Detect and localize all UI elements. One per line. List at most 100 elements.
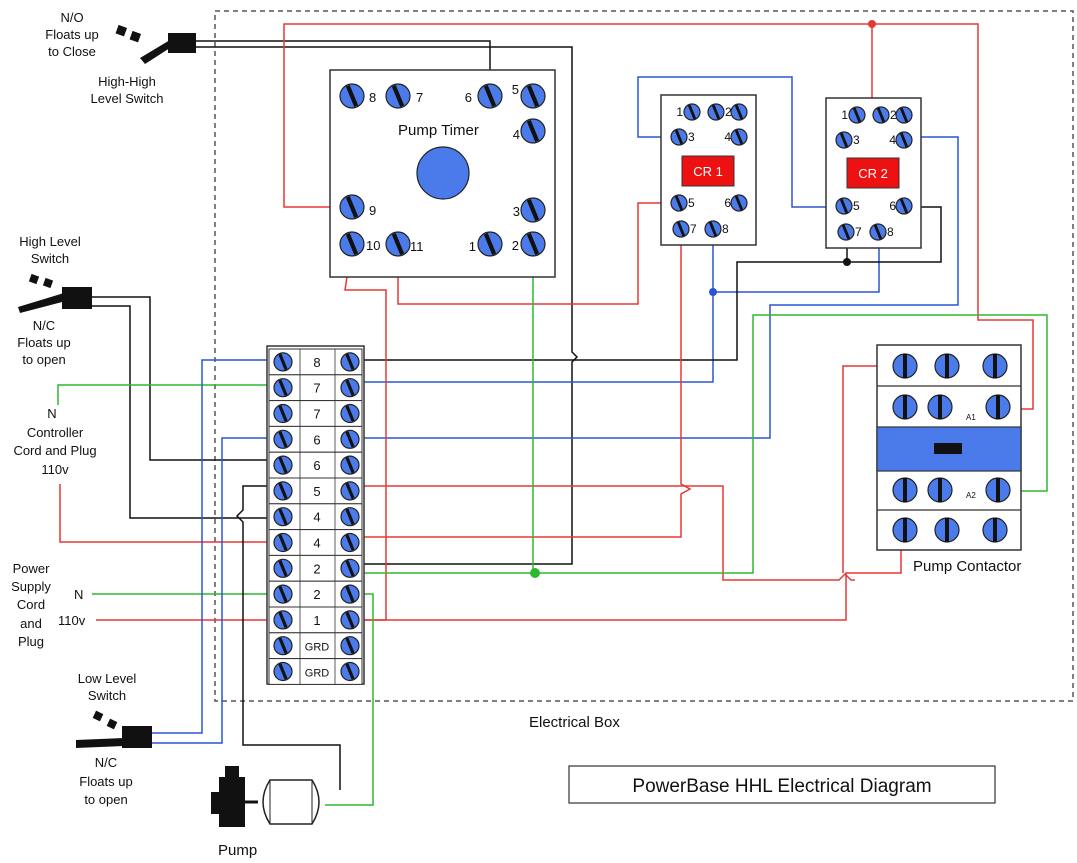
relay-pin-label: 6 [889, 199, 896, 213]
terminal-right-screw [340, 558, 360, 578]
relay-1-pin-1-screw [872, 106, 890, 124]
power-line-1: Power [13, 561, 51, 576]
high-switch-text-5: to open [22, 352, 65, 367]
wire-red-timer9 [283, 23, 1034, 410]
relay-pin-label: 6 [724, 196, 731, 210]
timer-pin-4-screw [520, 118, 546, 144]
wire-red-term5 [350, 485, 855, 581]
contactor-terminal-screw [927, 394, 953, 420]
timer-pin-label: 3 [513, 204, 520, 219]
hh-switch-text-4: High-High [98, 74, 156, 89]
relay-pin-label: 5 [853, 199, 860, 213]
terminal-right-screw [340, 661, 360, 682]
timer-pin-7-screw [385, 83, 411, 109]
relay-1-pin-5-screw [835, 197, 853, 215]
relay-1-pin-3-screw [835, 131, 853, 149]
contactor-terminal-screw [934, 517, 960, 543]
timer-pin-label: 1 [469, 239, 476, 254]
timer-pin-1-screw [477, 231, 503, 257]
low-switch-text-5: to open [84, 792, 127, 807]
contactor-terminal-screw [982, 517, 1008, 543]
relay-pin-label: 7 [855, 225, 862, 239]
timer-pin-2-screw [520, 231, 546, 257]
timer-pin-label: 2 [512, 238, 519, 253]
terminal-label: 2 [313, 587, 320, 602]
terminal-left-screw [273, 507, 293, 527]
terminal-right-screw [340, 378, 360, 398]
timer-pin-label: 7 [416, 90, 423, 105]
terminal-label: 2 [313, 561, 320, 576]
timer-pin-label: 8 [369, 90, 376, 105]
power-line-3: Cord [17, 597, 45, 612]
high-switch-text-4: Floats up [17, 335, 70, 350]
relay-pin-label: 2 [890, 108, 897, 122]
wire-red-controller-110 [59, 484, 281, 543]
hh-switch-text-5: Level Switch [91, 91, 164, 106]
high-high-level-switch: N/O Floats up to Close High-High Level S… [45, 10, 196, 106]
contactor-terminal-screw [892, 353, 918, 379]
terminal-left-screw [273, 455, 293, 475]
contactor-a2-label: A2 [966, 491, 976, 500]
junction-red [868, 20, 876, 28]
wire-blue-cr2-8 [713, 229, 880, 293]
relay-pin-label: 4 [724, 130, 731, 144]
pump-motor [219, 777, 245, 827]
contactor-a1-label: A1 [966, 413, 976, 422]
title-box [568, 765, 996, 804]
terminal-label: 6 [313, 432, 320, 447]
high-switch-text-2: Switch [31, 251, 69, 266]
power-line-4: and [20, 616, 42, 631]
terminal-right-screw [340, 636, 360, 656]
controller-line-1: Controller [27, 425, 84, 440]
timer-pin-10-screw [339, 231, 365, 257]
low-level-switch: Low Level Switch N/C Floats up to open [76, 671, 152, 807]
contactor-label: Pump Contactor [913, 558, 1021, 575]
relay-1-pin-6-screw [895, 197, 913, 215]
relay-pin-label: 3 [853, 133, 860, 147]
power-n-label: N [74, 587, 83, 602]
wire-black-cr2 [350, 229, 848, 361]
timer-pin-label: 6 [465, 90, 472, 105]
terminal-label: 7 [313, 407, 320, 422]
relay-1-pin-2-screw [895, 106, 913, 124]
low-switch-text-1: Low Level [78, 671, 137, 686]
terminal-left-screw [273, 661, 293, 682]
controller-line-3: 110v [41, 462, 69, 477]
relay-cr1-label: CR 1 [693, 164, 723, 179]
wire-highlevel-a [92, 296, 281, 461]
hh-switch-text-2: Floats up [45, 27, 98, 42]
relay-0-pin-8-screw [704, 220, 722, 238]
wire-highlevel-b [92, 305, 281, 519]
relay-pin-label: 8 [887, 225, 894, 239]
high-switch-text-3: N/C [33, 318, 55, 333]
relay-1-pin-7-screw [837, 223, 855, 241]
terminal-label: 1 [313, 613, 320, 628]
contactor-terminal-screw [892, 394, 918, 420]
terminal-label: GRD [305, 668, 330, 680]
relay-pin-label: 1 [676, 105, 683, 119]
terminal-left-screw [273, 610, 293, 630]
terminal-left-screw [273, 481, 293, 501]
timer-pin-8-screw [339, 83, 365, 109]
timer-pin-5-screw [520, 83, 546, 109]
pump-timer-label: Pump Timer [398, 122, 479, 139]
terminal-left-screw [273, 636, 293, 656]
junction-green [530, 568, 540, 578]
pump-contactor: A1 A2 Pump Contactor [876, 344, 1022, 575]
wire-red-cr1-7 [350, 229, 692, 538]
relay-pin-label: 7 [690, 222, 697, 236]
relay-pin-label: 1 [841, 108, 848, 122]
controller-line-2: Cord and Plug [13, 443, 96, 458]
relay-0-pin-1-screw [707, 103, 725, 121]
relay-pin-label: 4 [889, 133, 896, 147]
low-switch-text-3: N/C [95, 755, 117, 770]
controller-n: N [47, 406, 56, 421]
contactor-terminal-screw [892, 477, 918, 503]
relay-0-pin-2-screw [730, 103, 748, 121]
terminal-label: 5 [313, 484, 320, 499]
relay-cr2-label-box [846, 157, 900, 189]
terminal-left-screw [273, 558, 293, 578]
